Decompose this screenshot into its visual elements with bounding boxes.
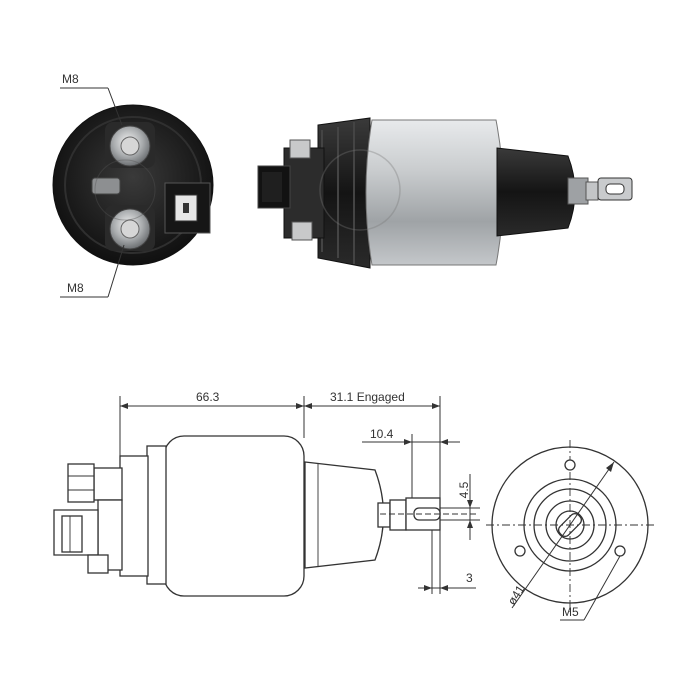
m5-label: M5 [562, 605, 579, 619]
dim-body-length: 66.3 [119, 390, 305, 458]
side-view-drawing [53, 435, 478, 597]
dim-plate-thickness-label: 3 [466, 571, 473, 585]
m5-callout: M5 [560, 555, 621, 621]
front-view-drawing: ø41 [486, 440, 654, 612]
m8-bottom-label: M8 [67, 281, 84, 295]
boot-outline [304, 461, 385, 569]
mount-hole-left [514, 545, 526, 557]
dim-plunger-offset: 10.4 [362, 427, 460, 498]
side-view-photo [257, 117, 633, 269]
dim-plunger-offset-label: 10.4 [370, 427, 394, 441]
m8-top-callout: M8 [60, 72, 123, 126]
terminal-bolt-bottom [105, 205, 155, 251]
top-terminal-nut [67, 463, 95, 503]
mount-hole-top [564, 459, 576, 471]
housing-outline [163, 435, 305, 597]
m8-top-label: M8 [62, 72, 79, 86]
dim-plate-thickness: 3 [418, 530, 476, 594]
dim-stroke: 31.1 Engaged [304, 390, 441, 498]
mount-hole-right [614, 545, 626, 557]
dim-slot-width: 4.5 [440, 474, 480, 540]
terminal-bolt-top [105, 122, 155, 168]
dim-slot-width-label: 4.5 [457, 481, 471, 498]
m8-bottom-callout: M8 [60, 244, 125, 298]
dim-body-length-label: 66.3 [196, 390, 220, 404]
end-view-photo [52, 104, 214, 266]
connector-plug [164, 182, 211, 234]
dim-stroke-label: 31.1 Engaged [330, 390, 405, 404]
